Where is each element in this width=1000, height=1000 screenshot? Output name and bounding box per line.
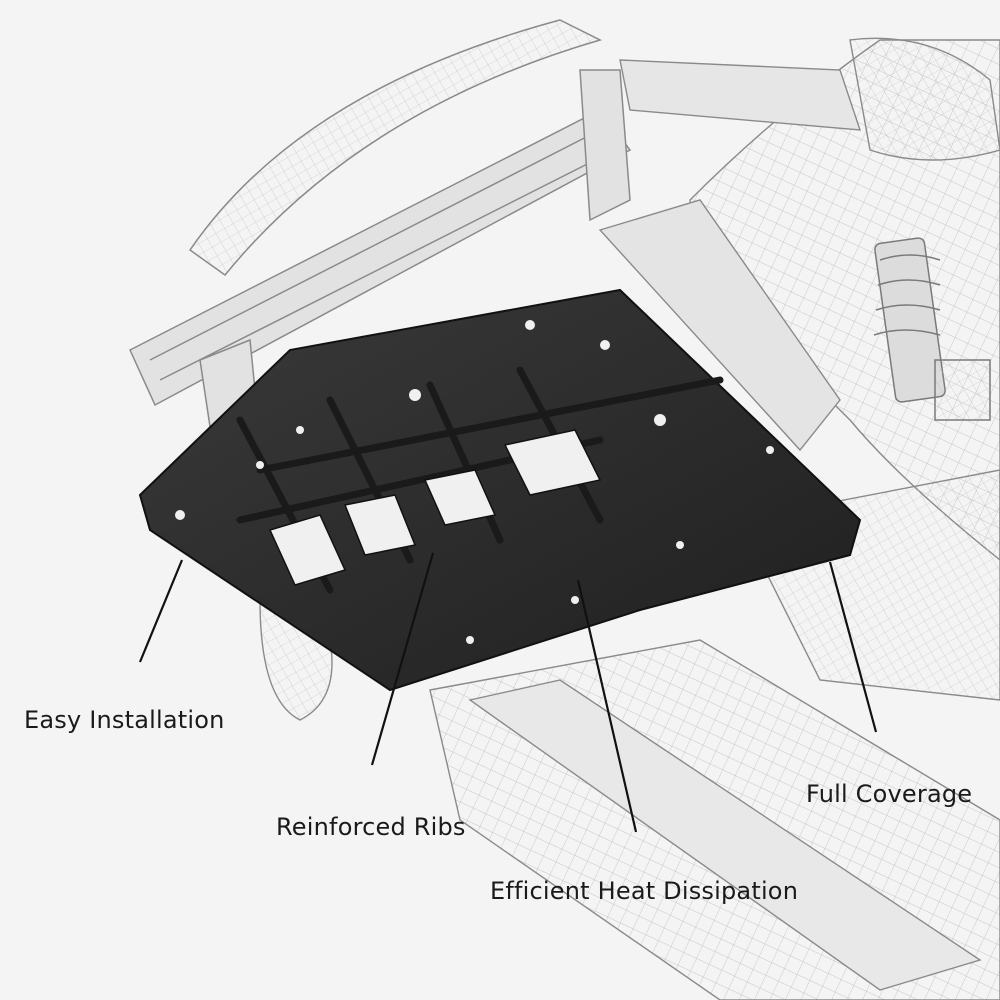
skid-plate <box>138 288 862 692</box>
callout-reinforced-ribs: Reinforced Ribs <box>276 813 466 841</box>
vent-openings <box>268 429 602 586</box>
callout-full-coverage: Full Coverage <box>806 780 973 808</box>
callout-leader-lines <box>138 552 878 833</box>
vehicle-body-wireframe <box>598 37 1000 561</box>
callout-easy-installation: Easy Installation <box>24 706 225 734</box>
mounting-holes <box>175 320 774 644</box>
callout-efficient-heat-dissipation: Efficient Heat Dissipation <box>490 877 799 905</box>
suspension-strut <box>873 237 991 421</box>
